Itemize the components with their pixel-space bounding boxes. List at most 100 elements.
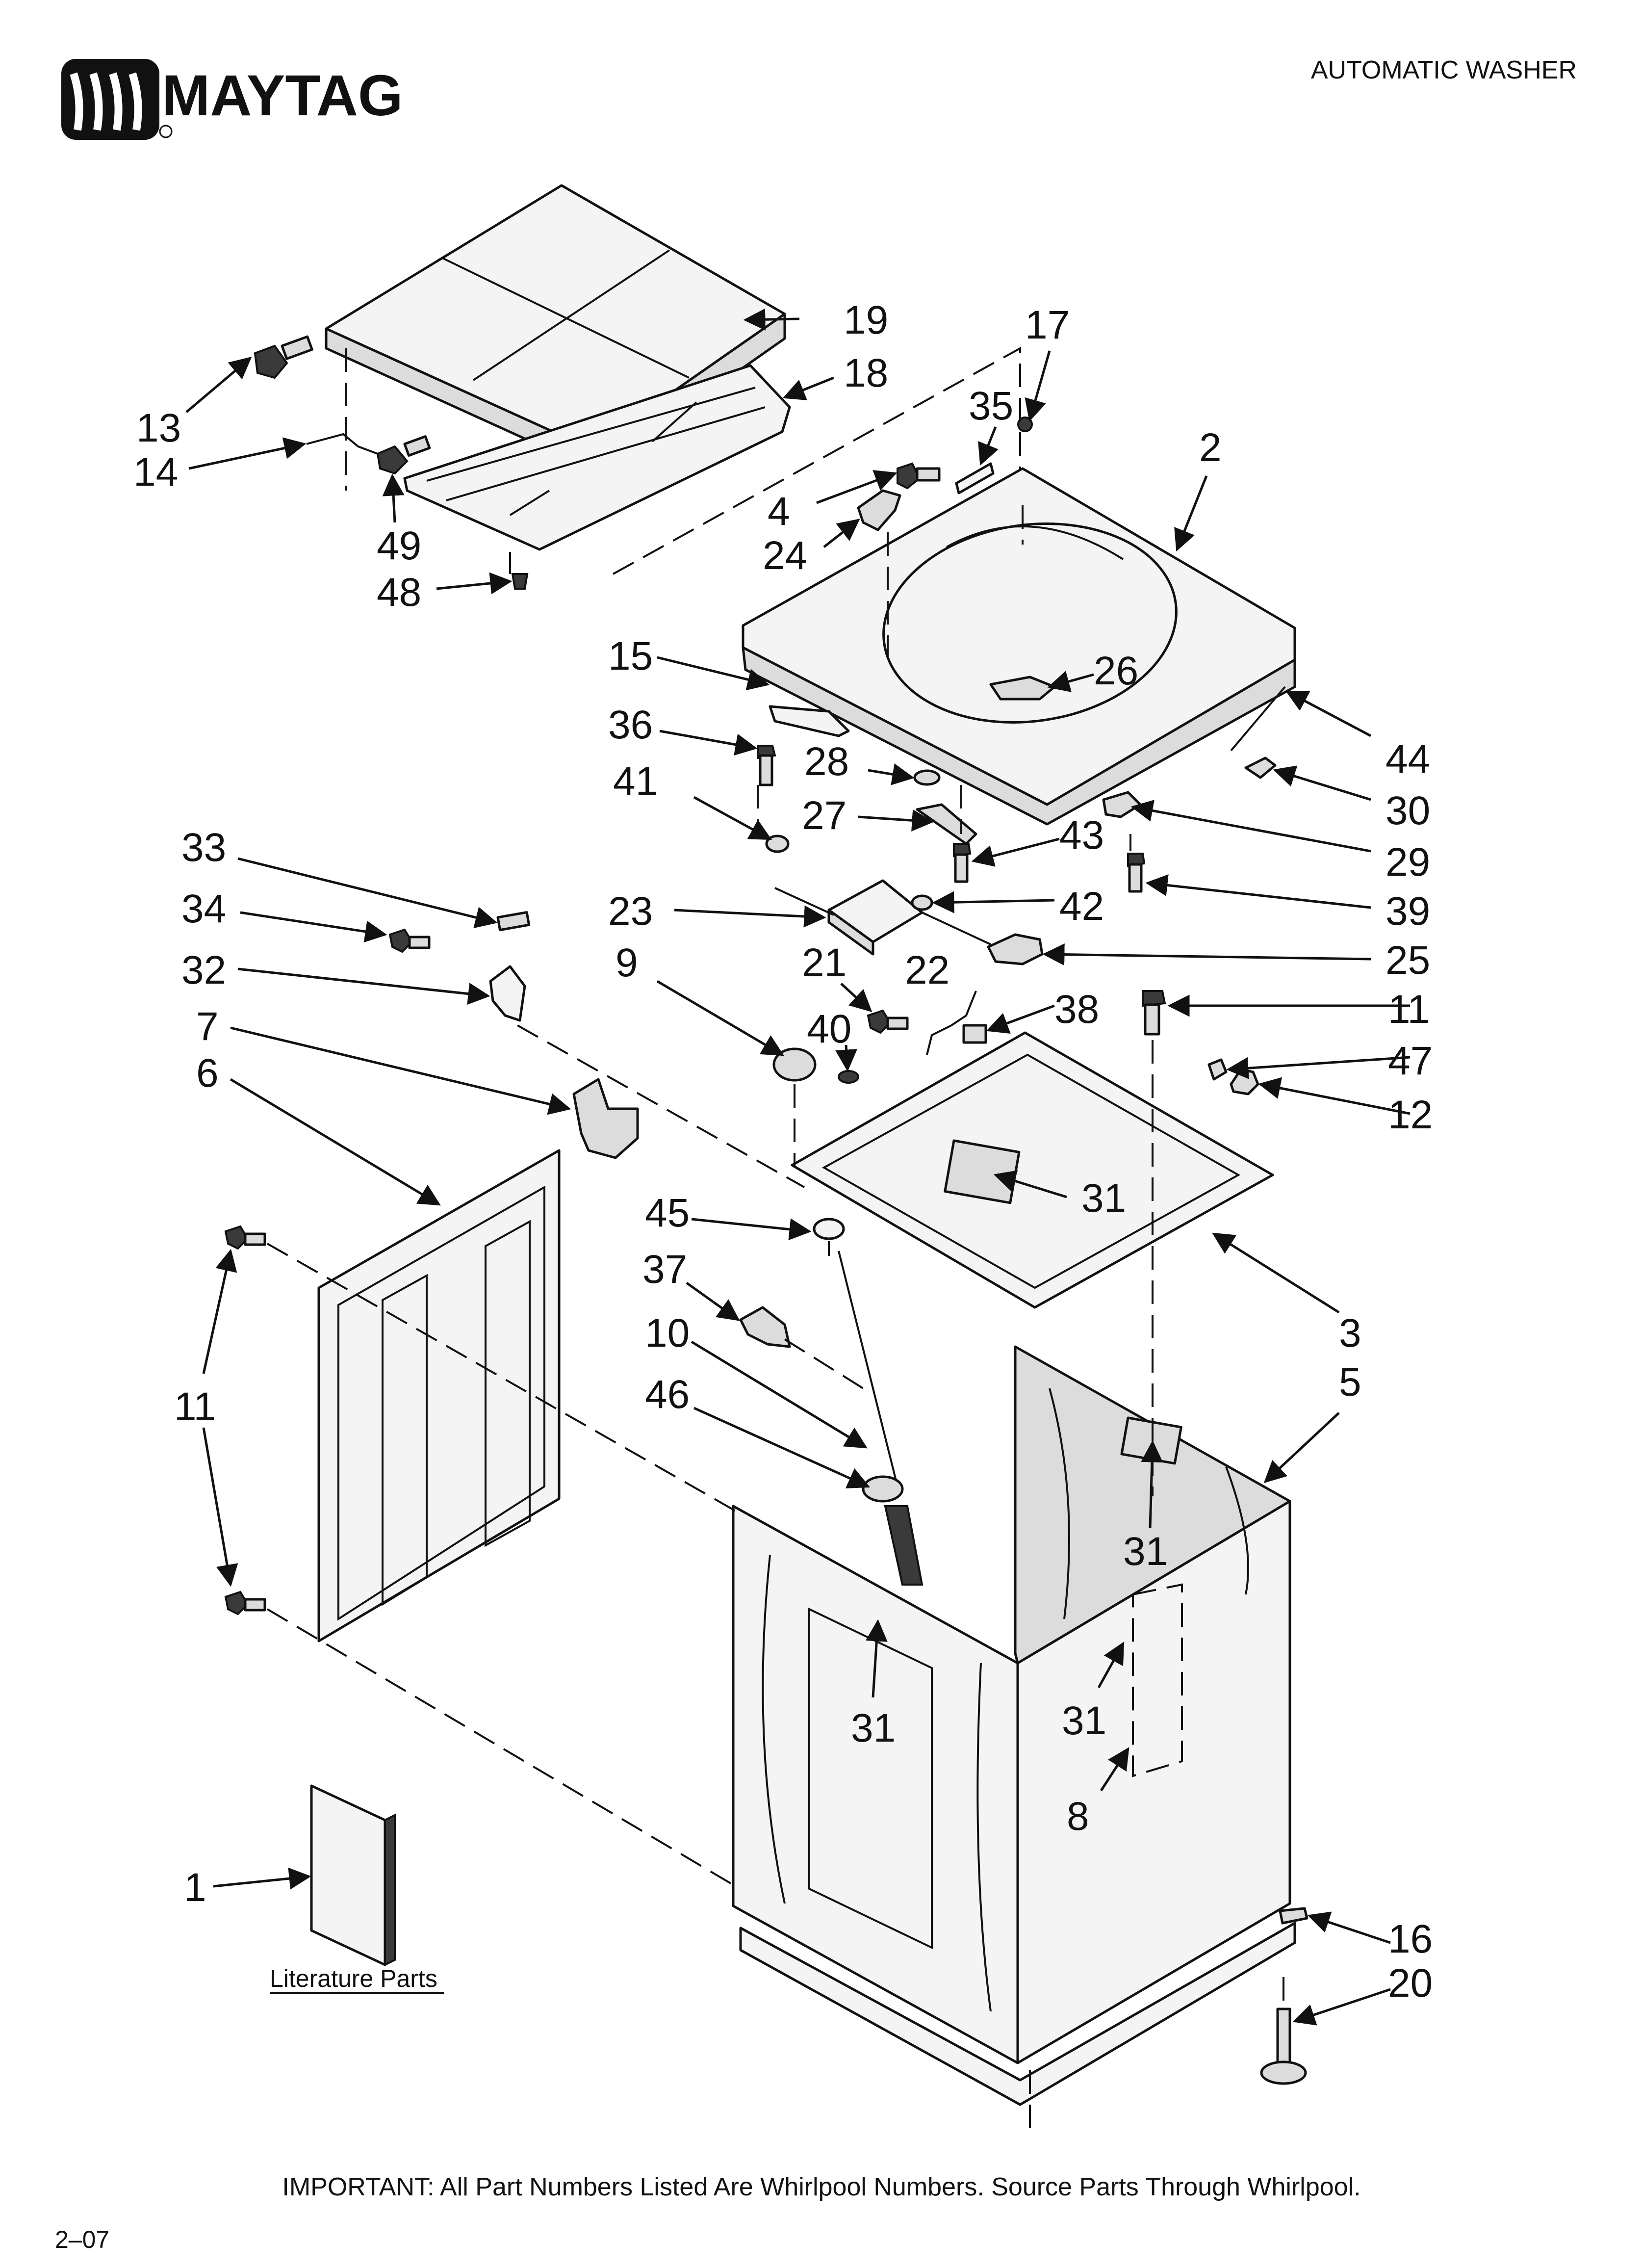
leader-12 — [1258, 1077, 1411, 1115]
document-title: AUTOMATIC WASHER — [1311, 56, 1577, 84]
part-screw-49 — [376, 435, 431, 475]
part-bumper-48 — [511, 573, 529, 590]
part-base-frame — [791, 1031, 1274, 1309]
part-hinge-14 — [306, 433, 378, 455]
leader-3 — [1212, 1232, 1340, 1314]
part-grommet-41 — [765, 834, 790, 853]
leader-17 — [1025, 350, 1051, 422]
callout-48: 48 — [377, 570, 421, 615]
callout-13: 13 — [136, 406, 181, 450]
part-clip-33 — [496, 911, 531, 932]
part-bracket-32 — [489, 965, 526, 1022]
callout-32: 32 — [181, 948, 226, 992]
leader-36 — [659, 730, 758, 756]
part-cap-9 — [772, 1047, 817, 1082]
part-grommet-28 — [913, 769, 941, 786]
leader-44 — [1285, 690, 1372, 737]
callout-9: 9 — [616, 940, 638, 985]
brand-name: MAYTAG — [162, 63, 403, 128]
leader-45 — [691, 1218, 812, 1241]
maytag-logo: MAYTAG — [61, 59, 403, 140]
leader-33 — [237, 857, 498, 929]
callout-33: 33 — [181, 825, 226, 870]
leader-47 — [1226, 1056, 1411, 1079]
part-lid-frame — [403, 364, 791, 551]
page-number: 2–07 — [55, 2226, 109, 2253]
leader-31-cabinet — [1141, 1440, 1163, 1529]
callout-27: 27 — [802, 793, 847, 838]
callout-20: 20 — [1388, 1961, 1433, 2006]
leader-39 — [1145, 874, 1371, 909]
part-cabinet — [732, 1345, 1296, 2106]
leader-25 — [1042, 943, 1371, 966]
callout-41: 41 — [613, 759, 658, 804]
part-literature-1 — [310, 1784, 396, 1967]
callout-26: 26 — [1094, 649, 1138, 693]
callout-12: 12 — [1388, 1093, 1433, 1137]
callout-31-cabinet: 31 — [1123, 1529, 1168, 1574]
callout-29: 29 — [1385, 840, 1430, 885]
part-switch-29 — [1102, 791, 1142, 818]
part-screw-11-upper-left — [224, 1225, 266, 1250]
callout-31-side: 31 — [1062, 1698, 1106, 1743]
alignment-lines — [266, 346, 1284, 2134]
callout-37: 37 — [642, 1247, 687, 1292]
leader-21 — [840, 983, 872, 1013]
callout-1: 1 — [184, 1865, 206, 1910]
leader-32 — [237, 967, 490, 1005]
leader-14 — [188, 437, 307, 470]
part-spring-46 — [862, 1475, 924, 1586]
part-screw-39 — [1127, 853, 1146, 893]
leader-2 — [1174, 475, 1208, 552]
callout-8: 8 — [1067, 1794, 1089, 1839]
callout-3: 3 — [1339, 1311, 1361, 1356]
leader-13 — [185, 357, 252, 413]
callout-42: 42 — [1059, 884, 1104, 929]
part-grommet-42 — [911, 894, 933, 911]
callout-30: 30 — [1385, 788, 1430, 833]
part-label-38 — [962, 1024, 987, 1044]
leader-lines — [185, 308, 1411, 2026]
callout-15: 15 — [608, 634, 653, 678]
callout-49: 49 — [377, 523, 421, 568]
part-ring-40 — [838, 1070, 859, 1084]
leader-20 — [1292, 1988, 1391, 2026]
leader-27 — [858, 809, 934, 832]
leader-15 — [657, 656, 770, 691]
callout-22: 22 — [905, 948, 949, 992]
part-screw-11-top — [1142, 990, 1166, 1036]
leader-49 — [382, 473, 405, 523]
callout-17: 17 — [1025, 303, 1070, 347]
part-leveling-leg-20 — [1260, 2007, 1307, 2085]
callout-40: 40 — [807, 1007, 851, 1051]
callout-36: 36 — [608, 703, 653, 747]
leader-46 — [693, 1407, 871, 1488]
leader-35 — [978, 426, 999, 466]
footer-note: IMPORTANT: All Part Numbers Listed Are W… — [282, 2173, 1360, 2201]
leader-31-front — [865, 1619, 888, 1698]
callout-47: 47 — [1388, 1039, 1433, 1083]
callout-44: 44 — [1385, 737, 1430, 782]
callout-labels: 19 17 18 13 14 49 48 35 2 4 24 15 26 36 … — [133, 298, 1433, 2006]
callout-35: 35 — [969, 384, 1013, 428]
leader-38 — [986, 1004, 1055, 1034]
leader-29 — [1130, 800, 1371, 853]
part-rear-panel — [317, 1149, 561, 1642]
part-lid-switch-15 — [769, 705, 850, 737]
leader-4 — [816, 470, 898, 504]
callout-24: 24 — [763, 533, 807, 578]
callout-11-top: 11 — [1388, 987, 1430, 1032]
callout-16: 16 — [1388, 1917, 1433, 1961]
leader-1 — [213, 1867, 311, 1890]
leader-30 — [1273, 765, 1371, 801]
leader-31-frame — [993, 1170, 1067, 1199]
part-bracket-27 — [916, 803, 977, 845]
part-rod-10 — [838, 1251, 898, 1487]
callout-25: 25 — [1385, 938, 1430, 983]
literature-parts-label: Literature Parts — [270, 1965, 437, 1992]
callout-7: 7 — [196, 1004, 219, 1049]
part-washer-45 — [813, 1218, 845, 1240]
leader-18 — [782, 376, 834, 400]
part-screw-13 — [254, 335, 313, 379]
callout-19: 19 — [844, 298, 888, 342]
